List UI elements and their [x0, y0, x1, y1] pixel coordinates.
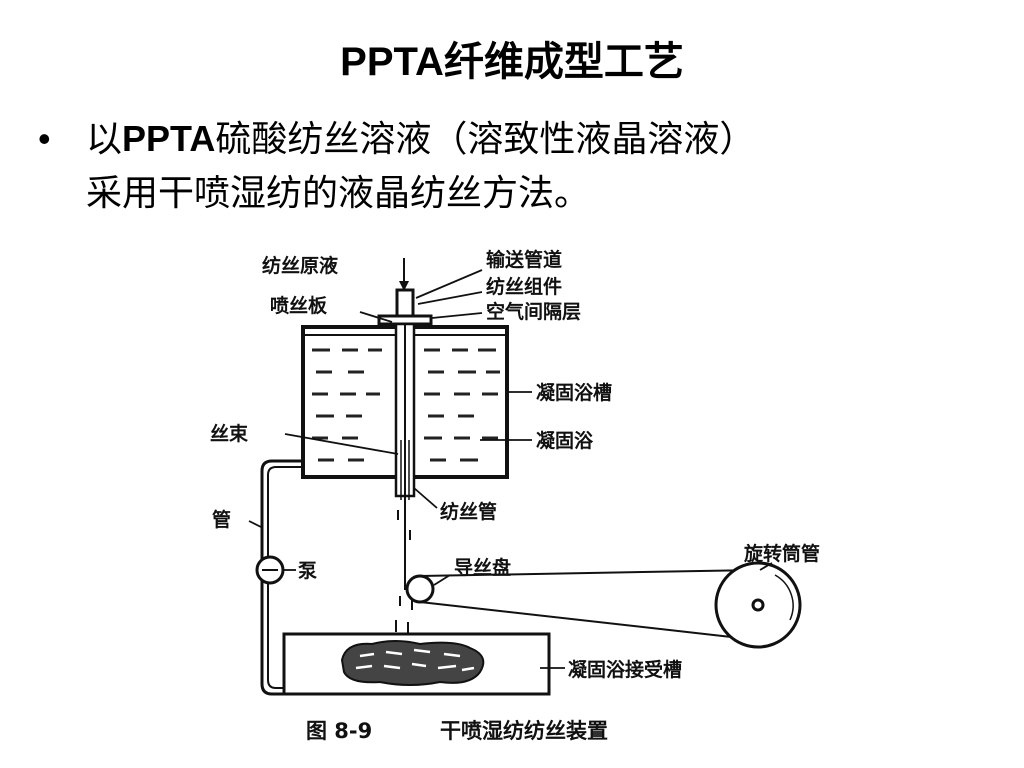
label-coag-tank: 凝固浴槽 [536, 381, 612, 404]
feed-arrowhead [399, 281, 409, 291]
drum-core [751, 598, 765, 612]
bullet-line-2: 采用干喷湿纺的液晶纺丝方法。 [86, 172, 591, 213]
figure-number: 图 8-9 [306, 719, 372, 743]
label-air-gap: 空气间隔层 [486, 300, 581, 323]
label-pump: 泵 [298, 560, 317, 582]
leader-lines [248, 269, 773, 669]
label-delivery-pipe: 输送管道 [486, 248, 562, 271]
falling-stream-dashes [395, 510, 413, 634]
slide-title: PPTA纤维成型工艺 [340, 40, 684, 84]
belt-bottom [419, 601, 759, 641]
guide-disc [405, 574, 435, 604]
label-spinneret: 喷丝板 [270, 294, 328, 317]
collected-fiber-blob [340, 640, 485, 686]
label-spin-dope: 纺丝原液 [262, 254, 339, 277]
bullet-dot: • [38, 118, 51, 159]
label-spin-tube: 纺丝管 [440, 500, 497, 523]
label-fiber-bundle: 丝束 [210, 422, 249, 445]
label-coag-bath: 凝固浴 [536, 429, 594, 452]
label-rotating-drum: 旋转筒管 [743, 542, 820, 565]
label-pipe: 管 [212, 508, 231, 531]
label-spin-assembly: 纺丝组件 [486, 275, 562, 298]
spin-assembly [395, 288, 415, 318]
figure-caption: 干喷湿纺纺丝装置 [440, 719, 608, 743]
bath-liquid-dashes [312, 348, 500, 462]
belt-top [419, 569, 759, 577]
label-receiving-tank: 凝固浴接受槽 [568, 658, 682, 681]
bullet-line-1: 以PPTA硫酸纺丝溶液（溶致性液晶溶液） [86, 118, 756, 159]
label-guide-disc: 导丝盘 [454, 556, 511, 579]
